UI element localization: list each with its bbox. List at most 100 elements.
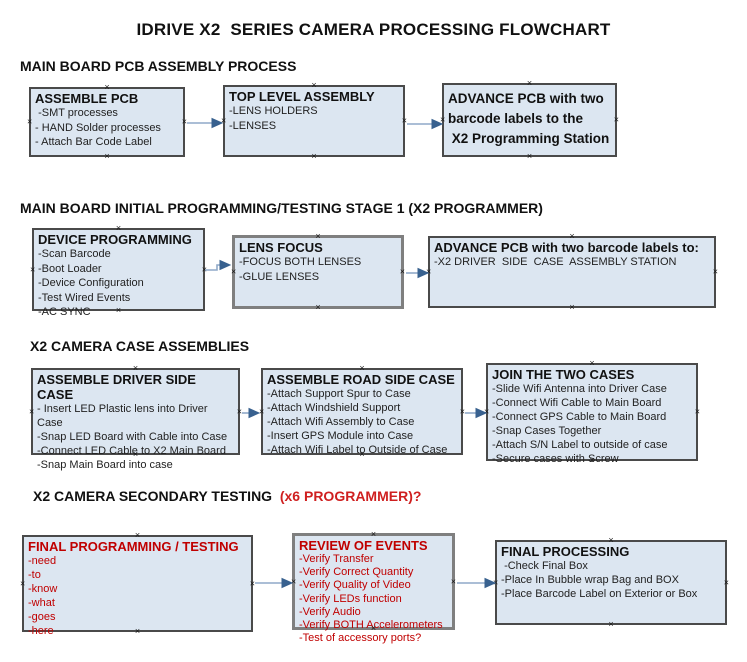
anchor-x-icon: × (608, 619, 614, 629)
box-title: REVIEW OF EVENTS (299, 538, 428, 553)
anchor-x-icon: × (249, 578, 255, 588)
box-item: -Connect Wifi Cable to Main Board (492, 397, 662, 409)
section-heading-pcb-assembly: MAIN BOARD PCB ASSEMBLY PROCESS (20, 58, 297, 74)
box-final-programming-testing: FINAL PROGRAMMING / TESTING -need -to -k… (20, 531, 255, 638)
flow-arrow (406, 267, 430, 279)
anchor-x-icon: × (221, 115, 227, 126)
anchor-x-icon: × (30, 264, 36, 274)
box-item: -Device Configuration (38, 277, 144, 290)
box-assemble-driver-side-case: ASSEMBLE DRIVER SIDE CASE - Insert LED P… (29, 364, 242, 472)
anchor-x-icon: × (315, 302, 321, 312)
box-item: -Check Final Box (501, 560, 588, 572)
box-final-processing: FINAL PROCESSING -Check Final Box -Place… (493, 536, 729, 629)
box-title: LENS FOCUS (239, 240, 323, 255)
flow-arrow (242, 407, 261, 419)
box-advance-pcb-programming-station: ADVANCE PCB with two barcode labels to t… (440, 79, 619, 161)
box-item: -Verify BOTH Accelerometers (299, 619, 443, 632)
box-item: -know (28, 583, 58, 595)
anchor-x-icon: × (29, 406, 35, 416)
box-item: -Scan Barcode (38, 248, 111, 260)
box-item: -Attach Windshield Support (267, 402, 401, 414)
box-title: ASSEMBLE DRIVER SIDE CASE (37, 372, 200, 402)
flow-arrow (407, 118, 444, 130)
box-title: ADVANCE PCB with two barcode labels to t… (448, 91, 610, 146)
section-heading-case-assemblies: X2 CAMERA CASE ASSEMBLIES (30, 338, 250, 354)
anchor-x-icon: × (201, 264, 207, 274)
anchor-x-icon: × (569, 302, 575, 312)
box-item: -Attach S/N Label to outside of case (492, 439, 668, 451)
box-item: -Slide Wifi Antenna into Driver Case (492, 383, 667, 395)
box-item: -GLUE LENSES (239, 270, 320, 283)
box-item: -to (28, 569, 41, 581)
box-item: -Connect GPS Cable to Main Board (492, 411, 667, 423)
box-title: JOIN THE TWO CASES (492, 367, 635, 382)
anchor-x-icon: × (231, 266, 237, 277)
box-item: -Attach Wifi Label to Outside of Case (267, 444, 448, 456)
anchor-x-icon: × (450, 576, 456, 586)
box-item: -Connect LED Cable to X2 Main Board (37, 445, 226, 457)
box-item: - Attach Bar Code Label (35, 136, 152, 149)
box-item: -Verify Transfer (299, 553, 374, 565)
page-title: IDRIVE X2 SERIES CAMERA PROCESSING FLOWC… (136, 20, 611, 39)
anchor-x-icon: × (613, 114, 619, 125)
box-item: -what (28, 597, 55, 609)
section-heading-black-part: X2 CAMERA SECONDARY TESTING (33, 488, 276, 504)
box-item: -AC SYNC (38, 306, 91, 319)
box-item: -Test Wired Events (38, 291, 131, 304)
box-item: -Snap Main Board into case (37, 459, 173, 471)
anchor-x-icon: × (493, 577, 499, 587)
box-item: - Insert LED Plastic lens into Driver Ca… (37, 403, 211, 429)
box-item: -Snap LED Board with Cable into Case (37, 431, 228, 443)
box-item: -SMT processes (35, 107, 118, 119)
anchor-x-icon: × (311, 151, 317, 161)
anchor-x-icon: × (440, 114, 446, 125)
box-item: -here (28, 625, 54, 637)
box-device-programming: DEVICE PROGRAMMING -Scan Barcode -Boot L… (30, 224, 207, 319)
flow-arrow (205, 259, 232, 271)
box-item: -Snap Cases Together (492, 425, 602, 437)
box-item: -Attach Wifi Assembly to Case (267, 416, 415, 428)
section-heading-secondary-testing: X2 CAMERA SECONDARY TESTING (x6 PROGRAMM… (33, 488, 421, 504)
box-review-of-events: REVIEW OF EVENTS -Verify Transfer -Verif… (291, 530, 456, 645)
box-item: -Boot Loader (38, 262, 102, 275)
anchor-x-icon: × (723, 577, 729, 587)
box-title: FINAL PROCESSING (501, 544, 630, 559)
box-item: -need (28, 555, 57, 567)
box-item: -FOCUS BOTH LENSES (239, 256, 362, 268)
box-title: FINAL PROGRAMMING / TESTING (28, 539, 239, 554)
box-item: -Place Barcode Label on Exterior or Box (501, 588, 698, 600)
box-lens-focus: LENS FOCUS -FOCUS BOTH LENSES -GLUE LENS… (231, 232, 405, 312)
box-item: -Insert GPS Module into Case (267, 430, 414, 442)
anchor-x-icon: × (259, 406, 265, 416)
anchor-x-icon: × (401, 115, 407, 126)
anchor-x-icon: × (526, 151, 533, 161)
box-item: - HAND Solder processes (35, 121, 161, 134)
anchor-x-icon: × (27, 116, 33, 127)
flow-arrow (187, 117, 224, 129)
section-heading-initial-programming: MAIN BOARD INITIAL PROGRAMMING/TESTING S… (20, 200, 543, 216)
flow-arrow (465, 407, 488, 419)
flow-arrow (255, 577, 294, 589)
box-advance-pcb-driver-side-station: ADVANCE PCB with two barcode labels to: … (426, 232, 718, 312)
anchor-x-icon: × (236, 406, 242, 416)
box-item: -Verify Quality of Video (299, 579, 411, 592)
box-item: -Verify LEDs function (299, 592, 402, 605)
anchor-x-icon: × (459, 406, 465, 416)
box-join-the-two-cases: JOIN THE TWO CASES -Slide Wifi Antenna i… (484, 359, 700, 466)
section-heading-red-part: (x6 PROGRAMMER)? (275, 488, 422, 504)
box-item: -Place In Bubble wrap Bag and BOX (501, 574, 679, 586)
box-item: -LENSES (229, 119, 277, 132)
anchor-x-icon: × (291, 576, 297, 586)
anchor-x-icon: × (181, 116, 187, 127)
box-assemble-pcb: ASSEMBLE PCB -SMT processes - HAND Solde… (27, 83, 187, 161)
box-title: ASSEMBLE ROAD SIDE CASE (267, 372, 455, 387)
box-item: -X2 DRIVER SIDE CASE ASSEMBLY STATION (434, 256, 677, 268)
box-item: -LENS HOLDERS (229, 105, 318, 117)
box-item: -Secure cases with Screw (492, 453, 619, 465)
box-item: -Verify Audio (299, 605, 361, 618)
box-item: -Test of accessory ports? (299, 632, 422, 645)
anchor-x-icon: × (104, 151, 110, 161)
box-assemble-road-side-case: ASSEMBLE ROAD SIDE CASE -Attach Support … (259, 364, 465, 459)
box-title: TOP LEVEL ASSEMBLY (229, 89, 375, 104)
